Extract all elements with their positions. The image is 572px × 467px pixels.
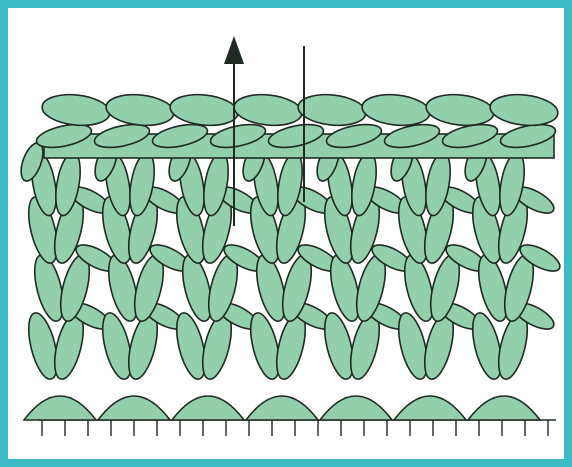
top-chain-loop: [425, 93, 495, 127]
up-arrow-icon: [224, 36, 244, 64]
bottom-cap: [96, 395, 172, 421]
stitch-leg-left: [249, 196, 281, 264]
top-chain-loop: [233, 93, 303, 127]
stitch-leg-left: [175, 312, 207, 380]
stitch-leg-left: [27, 196, 59, 264]
top-chain-loop: [105, 93, 175, 127]
stitch-leg-left: [27, 312, 59, 380]
bottom-cap: [392, 395, 468, 421]
bind-off-loop: [93, 123, 151, 149]
bind-off-loop: [209, 123, 267, 149]
stitch-leg-left: [471, 196, 503, 264]
bind-off-loop: [383, 123, 441, 149]
stitch-leg-left: [471, 312, 503, 380]
knitted-fabric-diagram: [20, 36, 561, 436]
bind-off-loop: [325, 123, 383, 149]
bind-off-loop: [267, 123, 325, 149]
bottom-cap: [22, 395, 98, 421]
bind-off-loop: [499, 123, 557, 149]
bottom-tick-marks: [38, 419, 556, 436]
top-chain-loop: [489, 93, 559, 127]
top-chain-loop: [297, 93, 367, 127]
stitch-leg-left: [249, 312, 281, 380]
bottom-cap: [466, 395, 542, 421]
bottom-cap: [318, 395, 394, 421]
stitch-loop: [519, 244, 561, 272]
stitch-leg-left: [175, 196, 207, 264]
stitch-leg-left: [101, 196, 133, 264]
stitch-leg-left: [397, 196, 429, 264]
bottom-cap: [244, 395, 320, 421]
bottom-edge-caps: [22, 395, 542, 421]
top-chain-loop: [169, 93, 239, 127]
stitch-leg-left: [101, 312, 133, 380]
bottom-cap: [170, 395, 246, 421]
bind-off-edge: [35, 93, 559, 159]
bind-off-loop: [441, 123, 499, 149]
bind-off-loop: [35, 123, 93, 149]
lower-stitch-rows: [27, 186, 561, 380]
bind-off-loop: [151, 123, 209, 149]
stitch-leg-left: [397, 312, 429, 380]
direction-markers: [224, 36, 305, 226]
top-chain-loop: [361, 93, 431, 127]
stitch-leg-left: [323, 196, 355, 264]
stitch-leg-left: [323, 312, 355, 380]
top-chain-loop: [41, 93, 111, 127]
